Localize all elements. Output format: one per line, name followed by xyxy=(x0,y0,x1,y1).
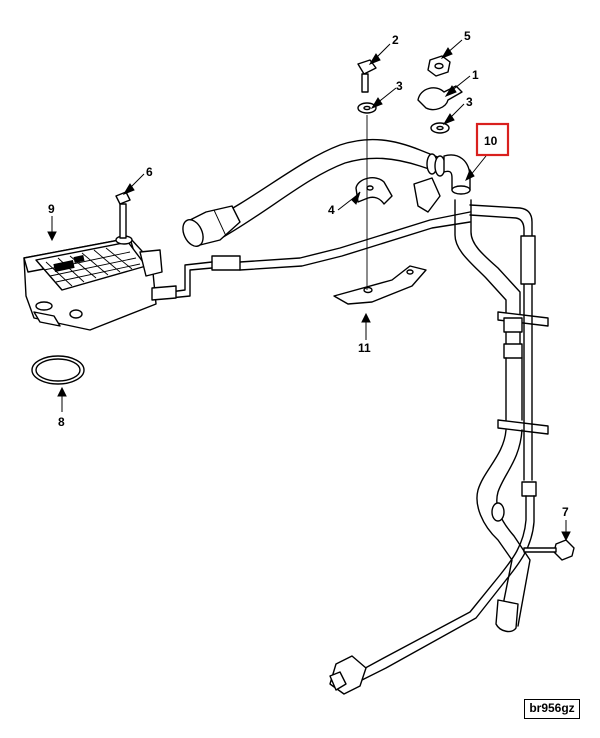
bolt-6 xyxy=(115,191,131,239)
washer-3b xyxy=(430,122,450,134)
callout-1: 1 xyxy=(472,68,479,82)
callout-11: 11 xyxy=(358,341,371,355)
callout-7: 7 xyxy=(562,505,569,519)
nut-5 xyxy=(427,55,451,77)
bolt-2 xyxy=(357,59,377,93)
bolt-7 xyxy=(523,539,575,561)
callout-9: 9 xyxy=(48,202,55,216)
hose-assembly xyxy=(169,138,549,695)
washer-3a xyxy=(357,102,377,114)
callout-2: 2 xyxy=(392,33,399,47)
filter-module xyxy=(23,235,177,331)
callout-arrows xyxy=(47,39,571,542)
callout-10: 10 xyxy=(484,134,498,148)
figure-id-label: br956gz xyxy=(524,699,580,719)
bracket-11 xyxy=(333,265,427,305)
callout-3a: 3 xyxy=(396,79,403,93)
callout-3b: 3 xyxy=(466,95,473,109)
o-ring xyxy=(31,355,85,385)
clamp-1 xyxy=(417,85,463,111)
callout-6: 6 xyxy=(146,165,153,179)
callout-5: 5 xyxy=(464,29,471,43)
clamp-4 xyxy=(355,177,393,205)
callout-4: 4 xyxy=(328,203,335,217)
callout-8: 8 xyxy=(58,415,65,429)
callout-10-highlight-box xyxy=(475,122,510,157)
hose-bracket xyxy=(413,177,441,213)
